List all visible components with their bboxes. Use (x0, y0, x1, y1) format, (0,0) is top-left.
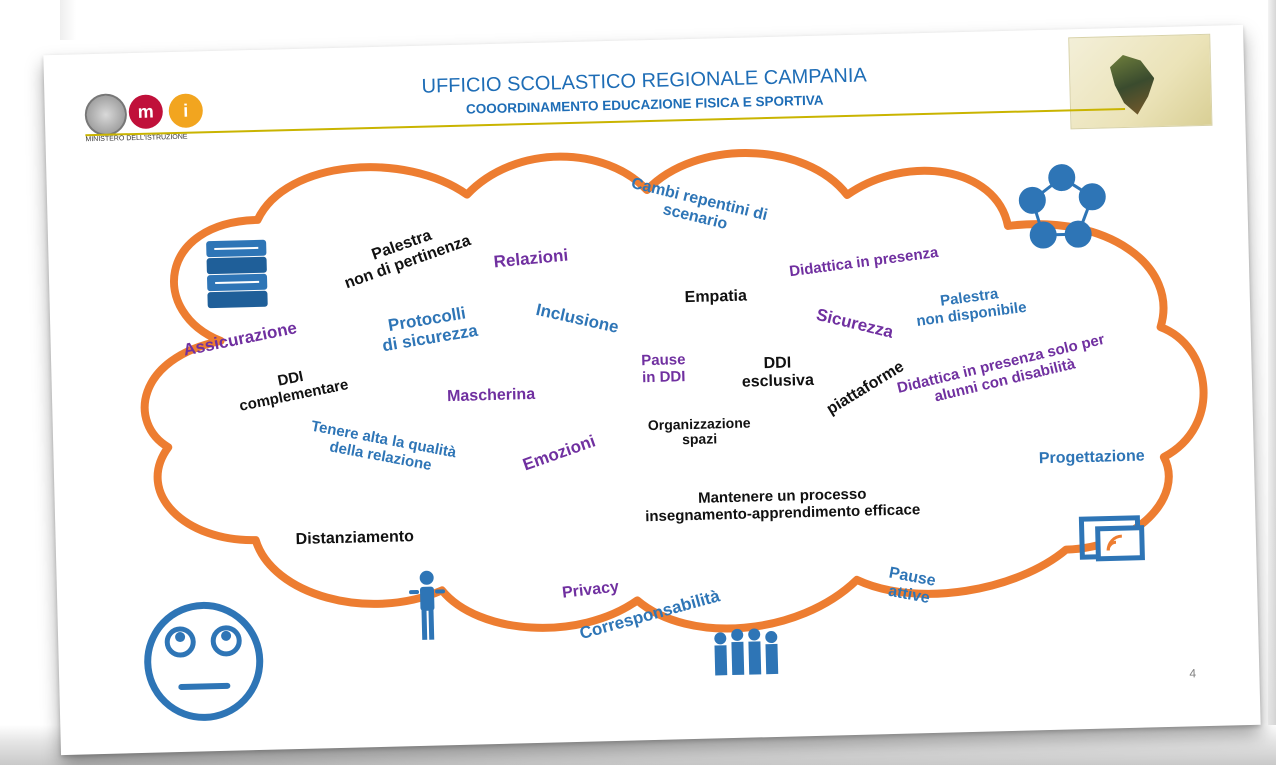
word-mascherina: Mascherina (446, 385, 536, 406)
books-icon (206, 239, 268, 309)
word-progettazione: Progettazione (1038, 447, 1145, 468)
screen-share-icon (1078, 515, 1145, 562)
background-edge (60, 0, 76, 40)
face-icon (144, 601, 264, 721)
word-distanziamento: Distanziamento (295, 528, 415, 549)
background-shadow-right (1268, 0, 1276, 765)
slide-number: 4 (1189, 666, 1197, 681)
cloud-diagram (140, 149, 1208, 721)
slide: m i MINISTERO DELL'ISTRUZIONE UFFICIO SC… (43, 24, 1261, 756)
people-group-icon (714, 628, 779, 676)
cloud-outline (140, 149, 1208, 633)
network-icon (1018, 164, 1106, 249)
person-icon (409, 570, 446, 640)
word-empatia: Empatia (684, 287, 748, 307)
